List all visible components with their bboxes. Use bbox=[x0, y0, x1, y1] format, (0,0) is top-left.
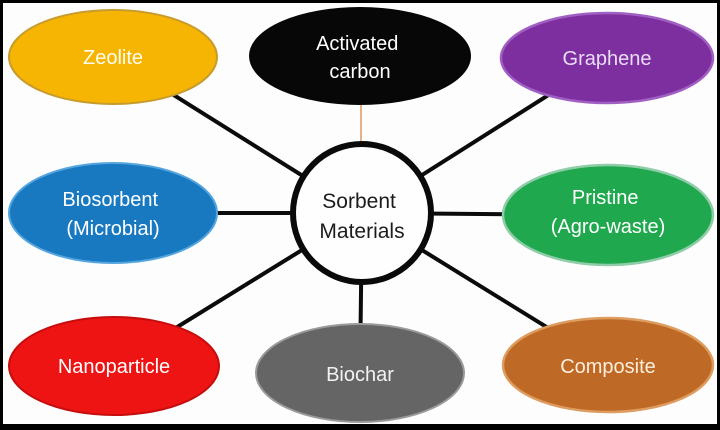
activated-carbon-ellipse bbox=[249, 7, 471, 105]
composite-label: Composite bbox=[560, 356, 656, 378]
node-activated-carbon: Activated carbon bbox=[249, 7, 471, 105]
pristine-label: Pristine (Agro-waste) bbox=[551, 187, 665, 238]
node-nanoparticle: Nanoparticle bbox=[8, 316, 220, 416]
biochar-label: Biochar bbox=[326, 364, 394, 386]
biochar-ellipse bbox=[255, 323, 465, 423]
nanoparticle-ellipse bbox=[8, 316, 220, 416]
activated-carbon-label-line2: carbon bbox=[329, 61, 390, 83]
biosorbent-label-line1: Biosorbent bbox=[62, 189, 158, 211]
pristine-label-line2: (Agro-waste) bbox=[551, 216, 665, 238]
node-graphene: Graphene bbox=[499, 11, 715, 105]
center-label: Sorbent Materials bbox=[319, 190, 404, 243]
node-pristine: Pristine (Agro-waste) bbox=[501, 163, 715, 267]
zeolite-label: Zeolite bbox=[83, 47, 143, 69]
graphene-label-line1: Graphene bbox=[563, 48, 652, 70]
biochar-label-line1: Biochar bbox=[326, 364, 394, 386]
pristine-ellipse bbox=[501, 163, 715, 267]
node-zeolite: Zeolite bbox=[8, 9, 218, 105]
node-biochar: Biochar bbox=[255, 323, 465, 423]
biosorbent-label: Biosorbent (Microbial) bbox=[62, 189, 163, 240]
composite-ellipse bbox=[501, 316, 715, 414]
center-label-line1: Sorbent bbox=[322, 190, 396, 213]
graphene-label: Graphene bbox=[563, 48, 652, 70]
zeolite-label-line1: Zeolite bbox=[83, 47, 143, 69]
center-hub: Sorbent Materials bbox=[290, 141, 434, 285]
zeolite-ellipse bbox=[8, 9, 218, 105]
node-composite: Composite bbox=[501, 316, 715, 414]
center-label-line2: Materials bbox=[319, 220, 404, 243]
activated-carbon-label-line1: Activated bbox=[316, 33, 398, 55]
center-circle bbox=[290, 141, 434, 285]
pristine-label-line1: Pristine bbox=[572, 187, 639, 209]
biosorbent-label-line2: (Microbial) bbox=[66, 218, 159, 240]
biosorbent-ellipse bbox=[8, 162, 218, 264]
graphene-ellipse bbox=[499, 11, 715, 105]
node-biosorbent: Biosorbent (Microbial) bbox=[8, 162, 218, 264]
composite-label-line1: Composite bbox=[560, 356, 656, 378]
activated-carbon-label: Activated carbon bbox=[316, 33, 404, 83]
nanoparticle-label-line1: Nanoparticle bbox=[58, 356, 170, 378]
nanoparticle-label: Nanoparticle bbox=[58, 356, 170, 378]
